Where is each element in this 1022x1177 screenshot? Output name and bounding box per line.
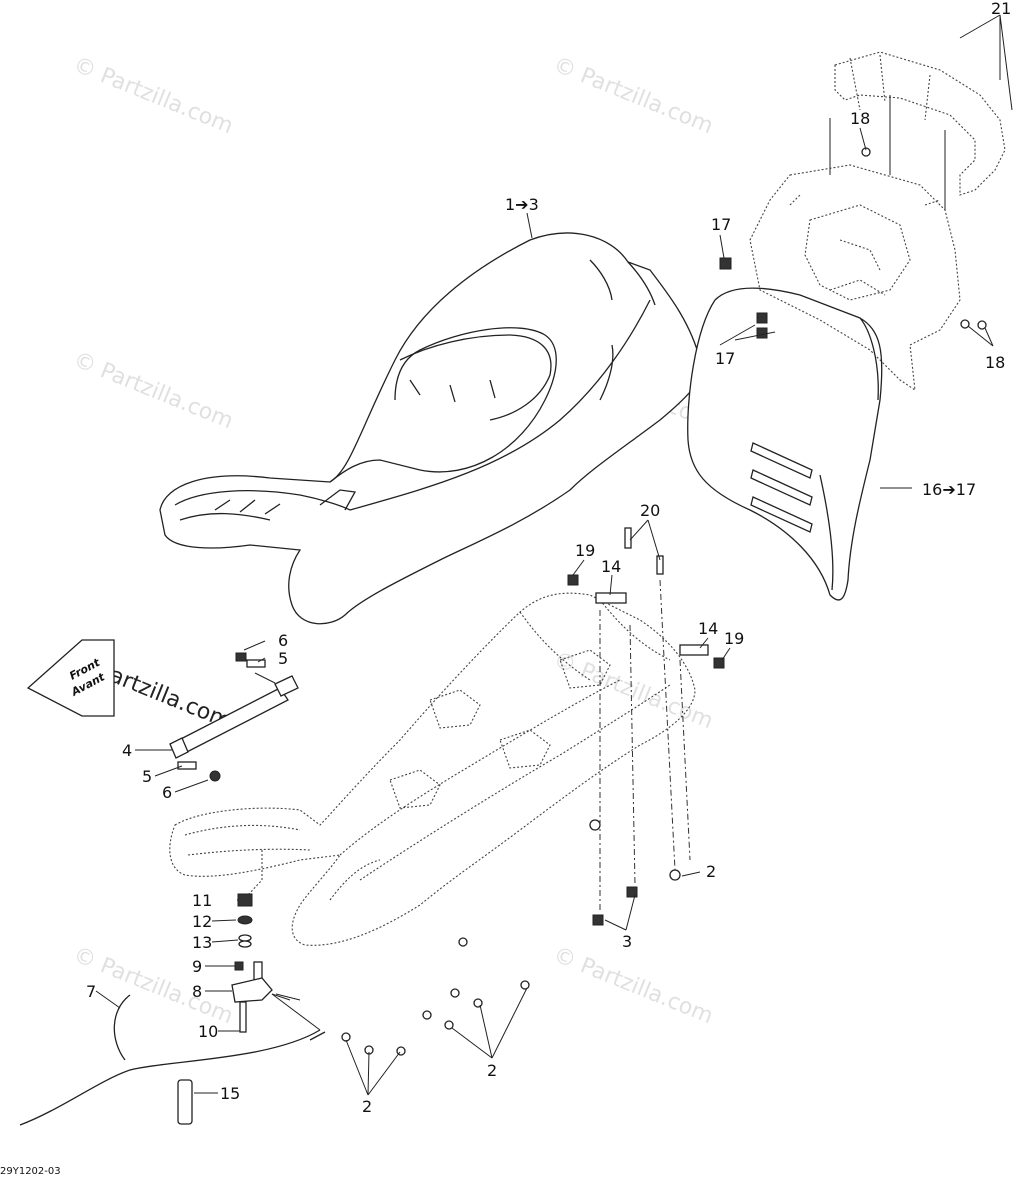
callout-14-right: 14	[698, 619, 718, 638]
callouts: 1➔3 21 18 17 17 18 16➔17 20 19 14 14 19 …	[86, 0, 1011, 1116]
watermark-7: © Partzilla.com	[550, 942, 717, 1029]
gas-spring-strut	[169, 652, 299, 782]
front-arrow-icon: Front Avant	[26, 639, 115, 717]
callout-2-bottom-left: 2	[362, 1097, 372, 1116]
callout-17-bottom: 17	[715, 349, 735, 368]
callout-3: 3	[622, 932, 632, 951]
callout-13: 13	[192, 933, 212, 952]
latch-body	[231, 977, 273, 1003]
callout-15: 15	[220, 1084, 240, 1103]
nut-bottom	[209, 770, 221, 782]
callout-9: 9	[192, 957, 202, 976]
callout-10: 10	[198, 1022, 218, 1041]
strap-part	[177, 1079, 193, 1125]
diagram-reference-code: 29Y1202-03	[0, 1166, 61, 1177]
leader-lines	[95, 14, 1013, 1096]
callout-11: 11	[192, 891, 212, 910]
callout-5-top: 5	[278, 649, 288, 668]
rear-bracket-assembly	[749, 51, 1006, 392]
callout-8: 8	[192, 982, 202, 1001]
callout-6-bottom: 6	[162, 783, 172, 802]
callout-19-right: 19	[724, 629, 744, 648]
callout-18-top: 18	[850, 109, 870, 128]
latch-mechanism	[19, 850, 326, 1126]
bolt-bottom	[177, 761, 197, 770]
bolt-top	[246, 659, 266, 668]
callout-2-right: 2	[706, 862, 716, 881]
callout-21: 21	[991, 0, 1011, 18]
callout-1-3: 1➔3	[505, 195, 539, 214]
watermark-5: © Partzilla.com	[550, 647, 717, 734]
callout-19-left: 19	[575, 541, 595, 560]
callout-2-bottom-right: 2	[487, 1061, 497, 1080]
callout-12: 12	[192, 912, 212, 931]
seat-part	[159, 232, 702, 625]
callout-4: 4	[122, 741, 132, 760]
latch-nut	[237, 893, 253, 907]
seat-base-part	[169, 592, 696, 946]
washer	[237, 915, 253, 925]
callout-7: 7	[86, 982, 96, 1001]
watermark-1: © Partzilla.com	[70, 52, 237, 139]
watermark-3: © Partzilla.com	[70, 347, 237, 434]
fasteners	[341, 147, 987, 1056]
watermark-2: © Partzilla.com	[550, 52, 717, 139]
latch-pin	[239, 1001, 247, 1033]
callout-14-left: 14	[601, 557, 621, 576]
callout-20: 20	[640, 501, 660, 520]
callout-17-top: 17	[711, 215, 731, 234]
backrest-part	[687, 287, 883, 601]
callout-5-bottom: 5	[142, 767, 152, 786]
callout-18-bottom: 18	[985, 353, 1005, 372]
callout-6-top: 6	[278, 631, 288, 650]
nut-top	[235, 652, 247, 662]
callout-16-17: 16➔17	[922, 480, 976, 499]
